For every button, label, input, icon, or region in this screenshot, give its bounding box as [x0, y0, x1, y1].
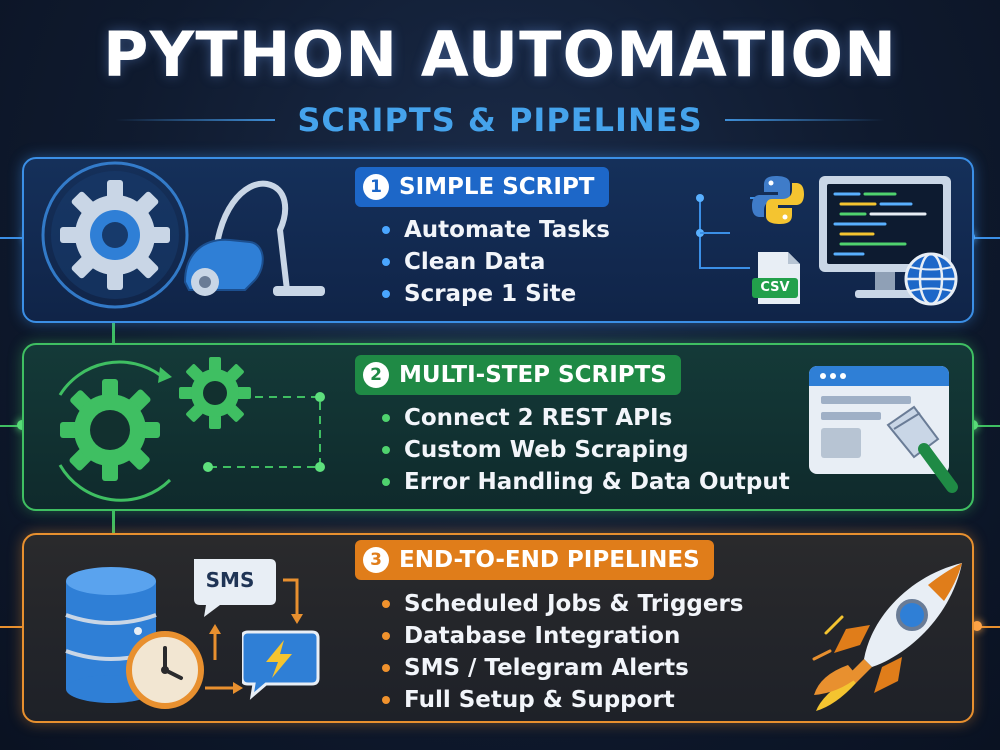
bullet-dot [382, 632, 390, 640]
monitor-code-icon [819, 176, 951, 298]
pipeline-arrows [205, 578, 303, 694]
list-item: Scheduled Jobs & Triggers [382, 588, 744, 620]
vacuum-cleaner-icon [183, 180, 325, 296]
tier-3-header: 3 END-TO-END PIPELINES [355, 540, 714, 580]
list-item-text: Scheduled Jobs & Triggers [404, 591, 744, 617]
tier-2-header: 2 MULTI-STEP SCRIPTS [355, 355, 681, 395]
list-item-text: Connect 2 REST APIs [404, 405, 673, 431]
circuit-line [0, 425, 22, 427]
tier-1-number: 1 [363, 174, 389, 200]
gear-icon [41, 161, 189, 309]
bullet-dot [382, 258, 390, 266]
circuit-line [974, 237, 1000, 239]
lightning-bubble-icon [242, 630, 320, 700]
list-item: SMS / Telegram Alerts [382, 652, 744, 684]
tier-1-title: SIMPLE SCRIPT [399, 174, 595, 200]
sms-bubble-icon [194, 559, 276, 617]
list-item-text: Automate Tasks [404, 217, 610, 243]
tier-1-list: Automate Tasks Clean Data Scrape 1 Site [382, 214, 610, 310]
list-item-text: Full Setup & Support [404, 687, 675, 713]
list-item-text: Database Integration [404, 623, 681, 649]
list-item: Custom Web Scraping [382, 434, 790, 466]
list-item: Automate Tasks [382, 214, 610, 246]
page-title: PYTHON AUTOMATION [103, 18, 897, 91]
rocket-icon [812, 563, 962, 711]
tier-2-list: Connect 2 REST APIs Custom Web Scraping … [382, 402, 790, 498]
bullet-dot [382, 696, 390, 704]
list-item: Database Integration [382, 620, 744, 652]
list-item: Full Setup & Support [382, 684, 744, 716]
list-item: Error Handling & Data Output [382, 466, 790, 498]
circuit-line [0, 237, 22, 239]
gears-icon [58, 357, 325, 502]
circuit-line [0, 626, 22, 628]
connector-line [112, 508, 115, 536]
circuit-line [974, 425, 1000, 427]
bullet-dot [382, 478, 390, 486]
tier-3-list: Scheduled Jobs & Triggers Database Integ… [382, 588, 744, 716]
bullet-dot [382, 664, 390, 672]
list-item: Connect 2 REST APIs [382, 402, 790, 434]
sms-label: SMS [205, 568, 255, 592]
bullet-dot [382, 226, 390, 234]
list-item: Clean Data [382, 246, 610, 278]
subtitle-divider-left [115, 119, 276, 121]
tier-3-title: END-TO-END PIPELINES [399, 547, 700, 573]
bullet-dot [382, 414, 390, 422]
scraper-tool-icon [886, 405, 958, 493]
page-subtitle: SCRIPTS & PIPELINES [297, 101, 703, 139]
bullet-dot [382, 446, 390, 454]
list-item-text: Error Handling & Data Output [404, 469, 790, 495]
circuit-node [972, 621, 982, 631]
list-item-text: SMS / Telegram Alerts [404, 655, 689, 681]
circuit-line [974, 626, 1000, 628]
subtitle-row: SCRIPTS & PIPELINES [0, 100, 1000, 140]
csv-file-icon [752, 252, 800, 304]
tier-2-number: 2 [363, 362, 389, 388]
python-logo-icon [752, 176, 804, 224]
list-item-text: Custom Web Scraping [404, 437, 689, 463]
clock-icon [126, 631, 204, 709]
bullet-dot [382, 290, 390, 298]
list-item: Scrape 1 Site [382, 278, 610, 310]
tier-1-header: 1 SIMPLE SCRIPT [355, 167, 609, 207]
globe-icon [904, 252, 958, 306]
subtitle-divider-right [724, 119, 885, 121]
tier-3-number: 3 [363, 547, 389, 573]
tier-2-title: MULTI-STEP SCRIPTS [399, 362, 667, 388]
bullet-dot [382, 600, 390, 608]
csv-label: CSV [760, 280, 790, 295]
list-item-text: Scrape 1 Site [404, 281, 577, 307]
connector-line [112, 320, 115, 346]
list-item-text: Clean Data [404, 249, 546, 275]
